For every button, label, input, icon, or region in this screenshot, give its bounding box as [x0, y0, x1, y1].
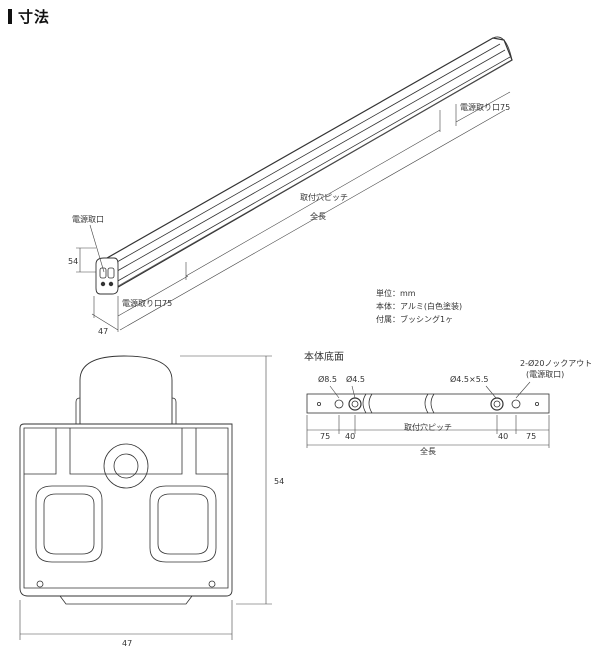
- knockout-right-inner: [493, 400, 501, 408]
- knockout-label-2: (電源取口): [526, 370, 564, 379]
- dim-75-right: 75: [526, 432, 536, 441]
- hole-85-leader: [329, 385, 340, 399]
- chamber-left-inner: [43, 493, 95, 555]
- bottom-extension-lines: [306, 415, 550, 448]
- total-length-label: 全長: [310, 211, 326, 221]
- center-hole-outer: [103, 443, 149, 489]
- header-bar-mark: [8, 9, 12, 24]
- end-cap-hole-2: [108, 281, 114, 287]
- dim-total: 全長: [420, 446, 436, 456]
- knockout-left-inner: [351, 400, 359, 408]
- knockout-label-1: 2-Ø20ノックアウト: [520, 358, 592, 368]
- hole-85-left: [334, 399, 344, 409]
- section-width-dim: [19, 600, 233, 640]
- knockout-left: [348, 397, 362, 411]
- width-dim-line: [91, 296, 119, 332]
- inlet-left-dim-line: [117, 262, 189, 317]
- pitch-label: 取付穴ピッチ: [300, 192, 348, 202]
- total-length-dim-line: [119, 109, 506, 331]
- end-hole-right: [535, 401, 540, 406]
- spec-notes: 単位：mm 本体：アルミ(白色塗装) 付属：ブッシング1ヶ: [376, 288, 462, 324]
- height-dim-line: [76, 247, 96, 273]
- inner-channel: [69, 428, 183, 475]
- power-inlet-leader: [89, 224, 105, 273]
- bar-far-end: [492, 36, 513, 61]
- height-dim-label: 54: [68, 257, 78, 266]
- knockout-right: [490, 397, 504, 411]
- section-height-dim: [180, 355, 272, 605]
- bottom-view-title: 本体底面: [304, 350, 344, 363]
- chamber-right-inner: [157, 493, 209, 555]
- chamber-left-outer: [35, 485, 103, 563]
- hole-45-leader: [351, 385, 356, 399]
- end-cap-slot-2: [107, 267, 115, 279]
- inlet-left-label: 電源取り口75: [122, 299, 172, 308]
- screw-right: [208, 580, 216, 588]
- dim-40-left: 40: [345, 432, 355, 441]
- left-rail: [24, 428, 57, 475]
- housing-outer: [19, 423, 233, 597]
- dim-pitch: 取付穴ピッチ: [404, 422, 452, 432]
- break-mark-left: [362, 393, 373, 414]
- slot-label: Ø4.5×5.5: [450, 374, 488, 384]
- front-end-cap: [95, 257, 119, 295]
- knockout-leader: [515, 381, 531, 399]
- right-rail: [195, 428, 228, 475]
- perspective-view: 電源取口 54 47 電源取り口75 取付穴ピッチ 全長 電源取り口75: [68, 36, 513, 336]
- note-accessory: 付属：ブッシング1ヶ: [376, 314, 453, 324]
- width-dim-label: 47: [98, 327, 108, 336]
- dome-top: [79, 355, 173, 425]
- housing-inner-wall: [23, 427, 229, 589]
- base-foot: [59, 595, 193, 605]
- slot-leader: [485, 385, 497, 399]
- hole-85-right: [511, 399, 521, 409]
- bar-ridge-2: [115, 56, 511, 283]
- section-height-label: 54: [274, 477, 284, 486]
- bar-top-edge: [102, 43, 501, 271]
- section-width-label: 47: [122, 639, 132, 648]
- page-title: 寸法: [18, 8, 51, 26]
- dim-75-left: 75: [320, 432, 330, 441]
- dome-shoulders: [75, 397, 177, 424]
- hole-45-label: Ø4.5: [346, 374, 365, 384]
- end-hole-left: [316, 401, 321, 406]
- center-hole-inner: [113, 453, 139, 479]
- chamber-right-outer: [149, 485, 217, 563]
- end-cap-hole-1: [100, 281, 106, 287]
- note-unit: 単位：mm: [376, 288, 416, 298]
- pitch-dim-line: [185, 129, 441, 277]
- dim-40-right: 40: [498, 432, 508, 441]
- inlet-right-dim-line: [455, 91, 511, 126]
- section-header: 寸法: [8, 6, 50, 27]
- hole-85-label: Ø8.5: [318, 374, 337, 384]
- bottom-view: 本体底面 Ø8.5 Ø4.5 Ø4.5×5.5 2-Ø20ノックアウト (電源取…: [304, 350, 592, 456]
- screw-left: [36, 580, 44, 588]
- inlet-right-label: 電源取り口75: [460, 103, 510, 112]
- bar-outline: [99, 37, 513, 291]
- bar-ridge-3: [117, 60, 512, 287]
- bar-ridge-1: [111, 49, 506, 275]
- power-inlet-label: 電源取口: [72, 215, 104, 224]
- break-mark-right: [424, 393, 435, 414]
- note-body: 本体：アルミ(白色塗装): [376, 301, 462, 311]
- cross-section-view: 54 47: [19, 355, 284, 648]
